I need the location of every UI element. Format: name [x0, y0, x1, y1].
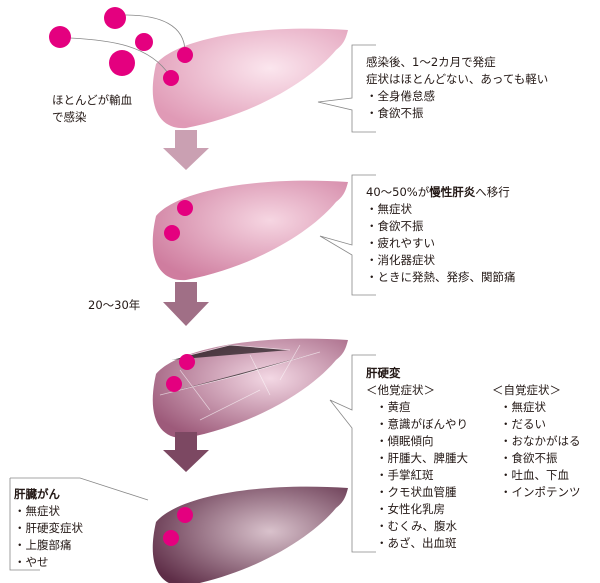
symptom-item: ・手掌紅斑 — [376, 468, 434, 482]
symptom-item: ・消化器症状 — [366, 253, 435, 267]
cirrhosis-texture — [159, 344, 321, 421]
liver-acute — [152, 28, 348, 129]
symptom-item: ・上腹部痛 — [14, 538, 72, 552]
symptom-item: ・吐血、下血 — [500, 468, 569, 482]
symptom-item: ・むくみ、腹水 — [376, 519, 457, 533]
callout-heading: 肝硬変 — [366, 366, 401, 380]
acute-hepatitis-callout: 感染後、1〜2カ月で発症 症状はほとんどない、あっても軽い ・全身倦怠感 ・食欲… — [366, 54, 548, 122]
symptom-item: ・食欲不振 — [366, 106, 424, 120]
heading-post: へ移行 — [475, 185, 510, 199]
symptom-item: ・やせ — [14, 555, 49, 569]
liver-cirrhosis — [152, 338, 348, 439]
symptom-item: ・食欲不振 — [366, 219, 424, 233]
arrow-down-icon — [163, 432, 209, 472]
virus-paths — [69, 14, 186, 77]
virus-dots — [49, 7, 195, 546]
symptom-item: ・全身倦怠感 — [366, 89, 435, 103]
arrow-down-icon — [163, 282, 209, 326]
symptom-item: ・無症状 — [366, 202, 412, 216]
column-title: ＜他覚症状＞ — [366, 383, 435, 397]
callout-heading: 肝臓がん — [14, 487, 60, 501]
callout-heading: 40〜50%が慢性肝炎へ移行 — [366, 184, 516, 201]
symptom-item: ・食欲不振 — [500, 451, 558, 465]
symptom-item: ・意識がぼんやり — [376, 417, 468, 431]
arrow-down-icon — [163, 130, 209, 170]
heading-bold: 慢性肝炎 — [429, 185, 476, 199]
symptom-item: ・だるい — [500, 417, 546, 431]
column-title: ＜自覚症状＞ — [492, 383, 561, 397]
liver-cancer — [152, 486, 348, 583]
symptom-item: ・無症状 — [14, 504, 60, 518]
callout-brackets — [9, 44, 376, 571]
objective-symptoms: ＜他覚症状＞ ・黄疸 ・意識がぼんやり ・傾眠傾向 ・肝腫大、脾腫大 ・手掌紅斑… — [366, 382, 468, 552]
symptom-item: ・疲れやすい — [366, 236, 435, 250]
symptom-item: ・黄疸 — [376, 400, 411, 414]
symptom-item: ・肝硬変症状 — [14, 521, 83, 535]
symptom-item: ・あざ、出血斑 — [376, 536, 457, 550]
symptom-item: ・女性化乳房 — [376, 502, 445, 516]
cirrhosis-callout: 肝硬変 ＜他覚症状＞ ・黄疸 ・意識がぼんやり ・傾眠傾向 ・肝腫大、脾腫大 ・… — [366, 365, 581, 552]
symptom-item: ・ときに発熱、発疹、関節痛 — [366, 270, 516, 284]
symptom-item: ・肝腫大、脾腫大 — [376, 451, 468, 465]
symptom-item: ・インポテンツ — [500, 485, 581, 499]
callout-heading: 症状はほとんどない、あっても軽い — [366, 72, 549, 86]
symptom-item: ・クモ状血管腫 — [376, 485, 457, 499]
transmission-label: ほとんどが輸血 で感染 — [52, 92, 132, 126]
liver-chronic — [152, 180, 348, 281]
interval-label: 20〜30年 — [88, 298, 141, 312]
symptom-item: ・無症状 — [500, 400, 546, 414]
chronic-hepatitis-callout: 40〜50%が慢性肝炎へ移行 ・無症状 ・食欲不振 ・疲れやすい ・消化器症状 … — [366, 184, 516, 286]
label-line: ほとんどが輸血 — [52, 93, 133, 107]
symptom-item: ・おなかがはる — [500, 434, 581, 448]
subjective-symptoms: ＜自覚症状＞ ・無症状 ・だるい ・おなかがはる ・食欲不振 ・吐血、下血 ・イ… — [492, 382, 581, 552]
callout-heading: 感染後、1〜2カ月で発症 — [366, 55, 496, 69]
symptom-item: ・傾眠傾向 — [376, 434, 434, 448]
liver-cancer-callout: 肝臓がん ・無症状 ・肝硬変症状 ・上腹部痛 ・やせ — [14, 486, 83, 571]
label-line: で感染 — [52, 110, 87, 124]
heading-pre: 40〜50%が — [366, 185, 430, 199]
